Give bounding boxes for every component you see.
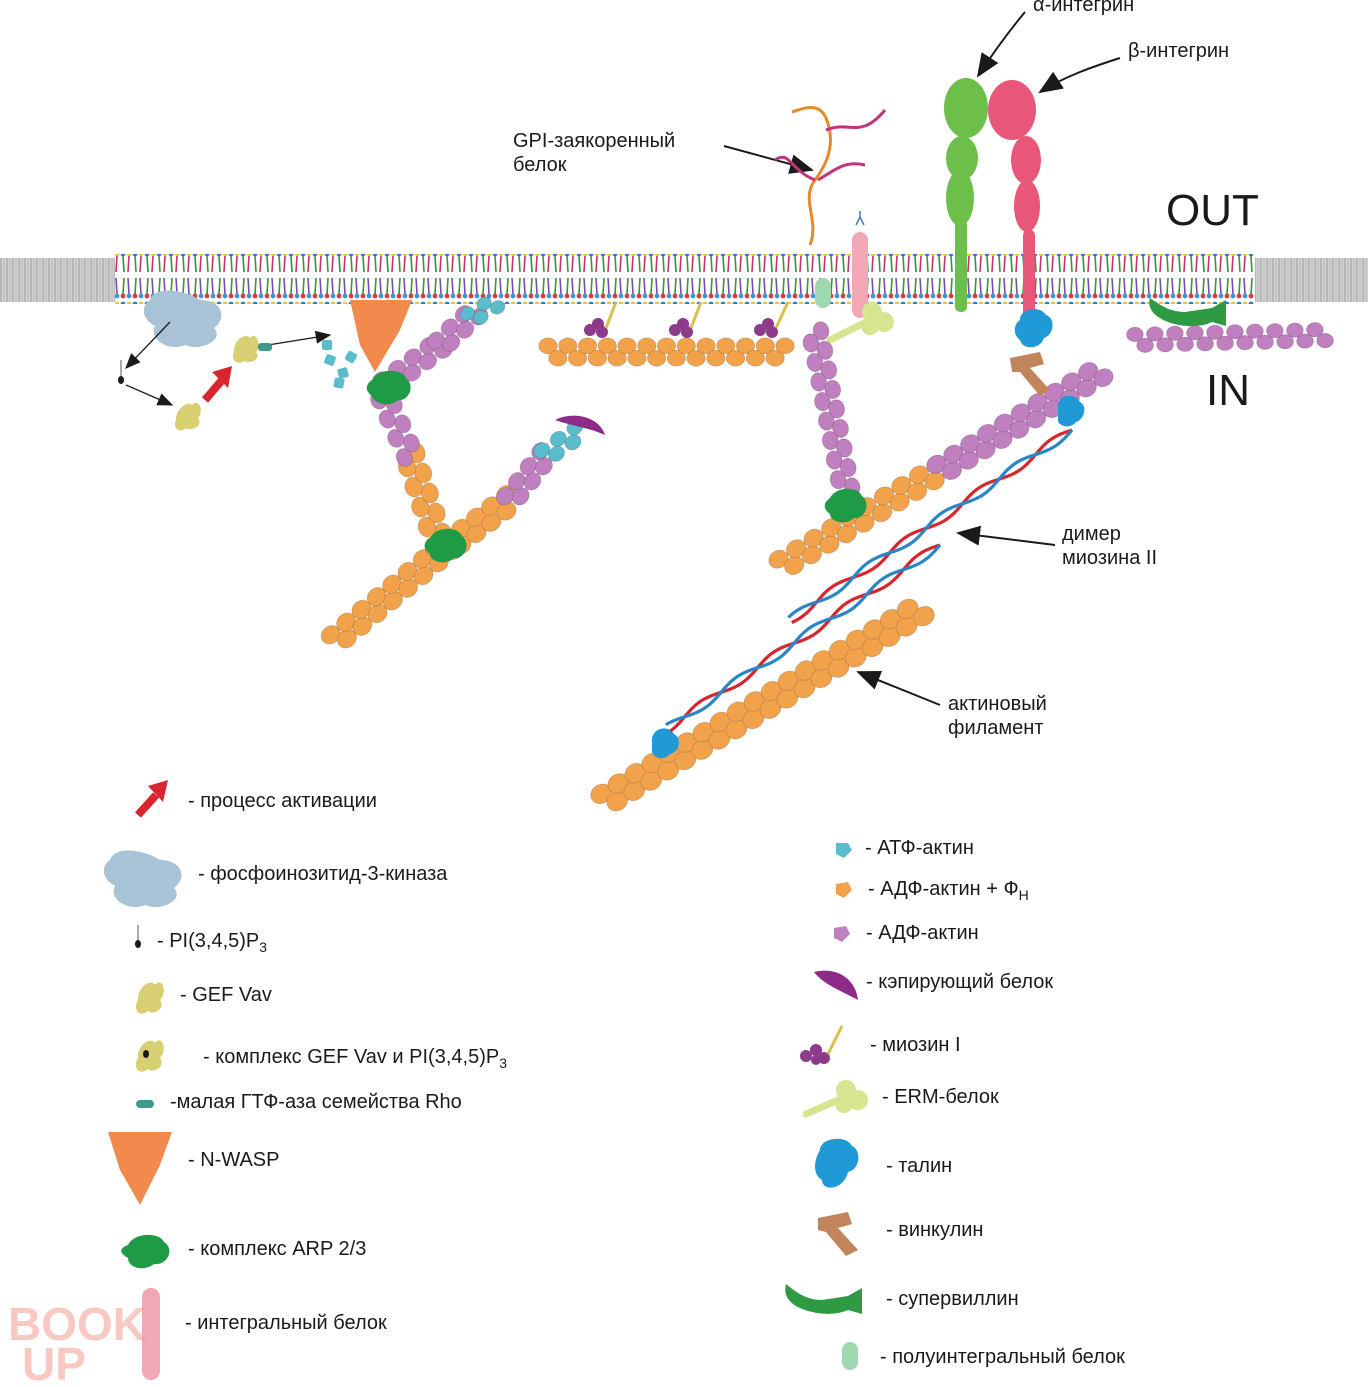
legend-right-item-7: - винкулин — [886, 1219, 984, 1241]
plasma-membrane — [0, 254, 1368, 304]
legend-left-item-2: - PI(3,4,5)P3 — [157, 930, 267, 955]
legend-right-item-2: - АДФ-актин — [866, 922, 979, 944]
atp-actin-monomers — [322, 340, 358, 389]
gef-vav — [174, 402, 201, 431]
legend-erm-protein-icon — [802, 1080, 868, 1118]
filament-segment — [802, 321, 861, 509]
myosin-ii-dimer — [665, 428, 1074, 733]
gpi-label-line1: GPI-заякоренный — [513, 130, 676, 152]
myosin-dimer-label-line1: димер — [1062, 523, 1121, 545]
legend-right-item-1-sub: Н — [1018, 887, 1029, 903]
watermark-logo: BOOK UP — [8, 1298, 146, 1387]
legend-right-item-1-text: - АДФ-актин + Ф — [868, 878, 1019, 900]
gpi-label: GPI-заякоренный белок — [513, 129, 675, 177]
legend-left-item-6: - N-WASP — [188, 1149, 280, 1171]
signaling-arrows — [125, 321, 332, 406]
legend-left-item-8: - интегральный белок — [185, 1312, 387, 1334]
legend-right-item-6: - талин — [886, 1155, 953, 1177]
legend-atp-actin-icon — [836, 843, 852, 858]
filament-segment — [538, 337, 795, 367]
in-label: IN — [1206, 366, 1250, 415]
alpha-integrin-label: α-интегрин — [1033, 0, 1135, 16]
beta-integrin-label: β-интегрин — [1128, 40, 1230, 62]
legend-left-item-4-text: - комплекс GEF Vav и PI(3,4,5)P — [203, 1046, 500, 1068]
filament-segment — [459, 296, 506, 325]
legend-left-item-1: - фосфоинозитид-3-киназа — [198, 863, 448, 885]
legend-adp-actin-icon — [834, 926, 850, 942]
supervillin — [1149, 298, 1226, 327]
actin-filament-label-line2: филамент — [948, 717, 1044, 739]
gpi-anchored-protein — [774, 106, 887, 246]
filament-segment — [1126, 322, 1334, 353]
myosin-dimer-label-line2: миозина II — [1062, 547, 1157, 569]
out-label: OUT — [1166, 186, 1259, 235]
legend-gef-vav-pip3-icon — [135, 1040, 164, 1072]
label-arrows — [723, 11, 1121, 706]
filament-segment — [926, 361, 1114, 481]
svg-text:BOOK: BOOK — [8, 1298, 146, 1350]
actin-filaments — [320, 296, 1334, 812]
legend-myosin-i-icon — [800, 1025, 844, 1065]
myosin-ii-strand — [787, 428, 1074, 624]
actin-filament-label-line1: актиновый — [948, 693, 1047, 715]
legend-icons — [103, 780, 868, 1380]
legend-arp23-icon — [121, 1234, 170, 1269]
svg-text:UP: UP — [22, 1338, 86, 1382]
vinculin — [1010, 352, 1050, 396]
legend-n-wasp-icon — [108, 1132, 172, 1205]
myosin-dimer-label: димер миозина II — [1062, 522, 1157, 570]
legend-pi3-kinase-icon — [103, 850, 182, 908]
legend-semi-integral-protein-icon — [842, 1342, 858, 1370]
legend-right-item-3: - кэпирующий белок — [866, 971, 1054, 993]
alpha-integrin — [944, 78, 988, 312]
capping-protein — [555, 415, 605, 435]
legend-left-item-0: - процесс активации — [188, 790, 377, 812]
beta-integrin — [988, 80, 1041, 330]
pip3-molecule — [118, 360, 124, 384]
talin — [651, 308, 1085, 759]
legend-capping-protein-icon — [814, 970, 858, 1000]
legend-integral-protein-icon — [142, 1288, 160, 1380]
myosin-i-row — [584, 301, 790, 338]
legend-right-item-5: - ERM-белок — [882, 1086, 999, 1108]
legend-red-arrow-icon — [135, 780, 168, 818]
legend-right-item-1: - АДФ-актин + ФН — [868, 878, 1029, 903]
legend-left-item-5: -малая ГТФ-аза семейства Rho — [170, 1091, 462, 1113]
n-wasp — [350, 300, 412, 372]
legend-vinculin-icon — [818, 1212, 858, 1256]
legend-rho-gtpase-icon — [136, 1100, 154, 1108]
legend-adp-pi-actin-icon — [836, 882, 852, 898]
legend-right-item-0: - АТФ-актин — [865, 837, 974, 859]
legend-gef-vav-icon — [135, 982, 164, 1014]
legend-right-item-9: - полуинтегральный белок — [880, 1346, 1125, 1368]
arp23-complex — [366, 370, 867, 563]
red-activation-arrow — [201, 366, 232, 403]
legend-left-item-3: - GEF Vav — [180, 984, 272, 1006]
legend-left-item-2-sub: 3 — [259, 939, 268, 955]
myosin-ii-strand — [665, 543, 942, 733]
gef-vav-active — [232, 335, 272, 363]
legend-left-item-4-sub: 3 — [499, 1055, 507, 1071]
filament-segment — [590, 598, 935, 812]
actin-filament-label: актиновый филамент — [948, 692, 1047, 740]
legend-right-item-8: - супервиллин — [886, 1288, 1019, 1310]
gpi-label-line2: белок — [513, 154, 567, 176]
pi3-kinase — [143, 290, 222, 348]
erm-protein — [826, 302, 894, 344]
legend-pip3-icon — [135, 925, 141, 948]
legend-talin-icon — [815, 1138, 859, 1188]
legend-left-item-2-text: - PI(3,4,5)P — [157, 930, 260, 952]
legend-right-item-4: - миозин I — [870, 1034, 961, 1056]
semi-integral-protein — [815, 278, 831, 308]
integral-protein — [852, 211, 868, 318]
legend-supervillin-icon — [785, 1284, 862, 1314]
legend-left-item-7: - комплекс ARP 2/3 — [188, 1238, 367, 1260]
legend-left-item-4: - комплекс GEF Vav и PI(3,4,5)P3 — [203, 1046, 507, 1071]
